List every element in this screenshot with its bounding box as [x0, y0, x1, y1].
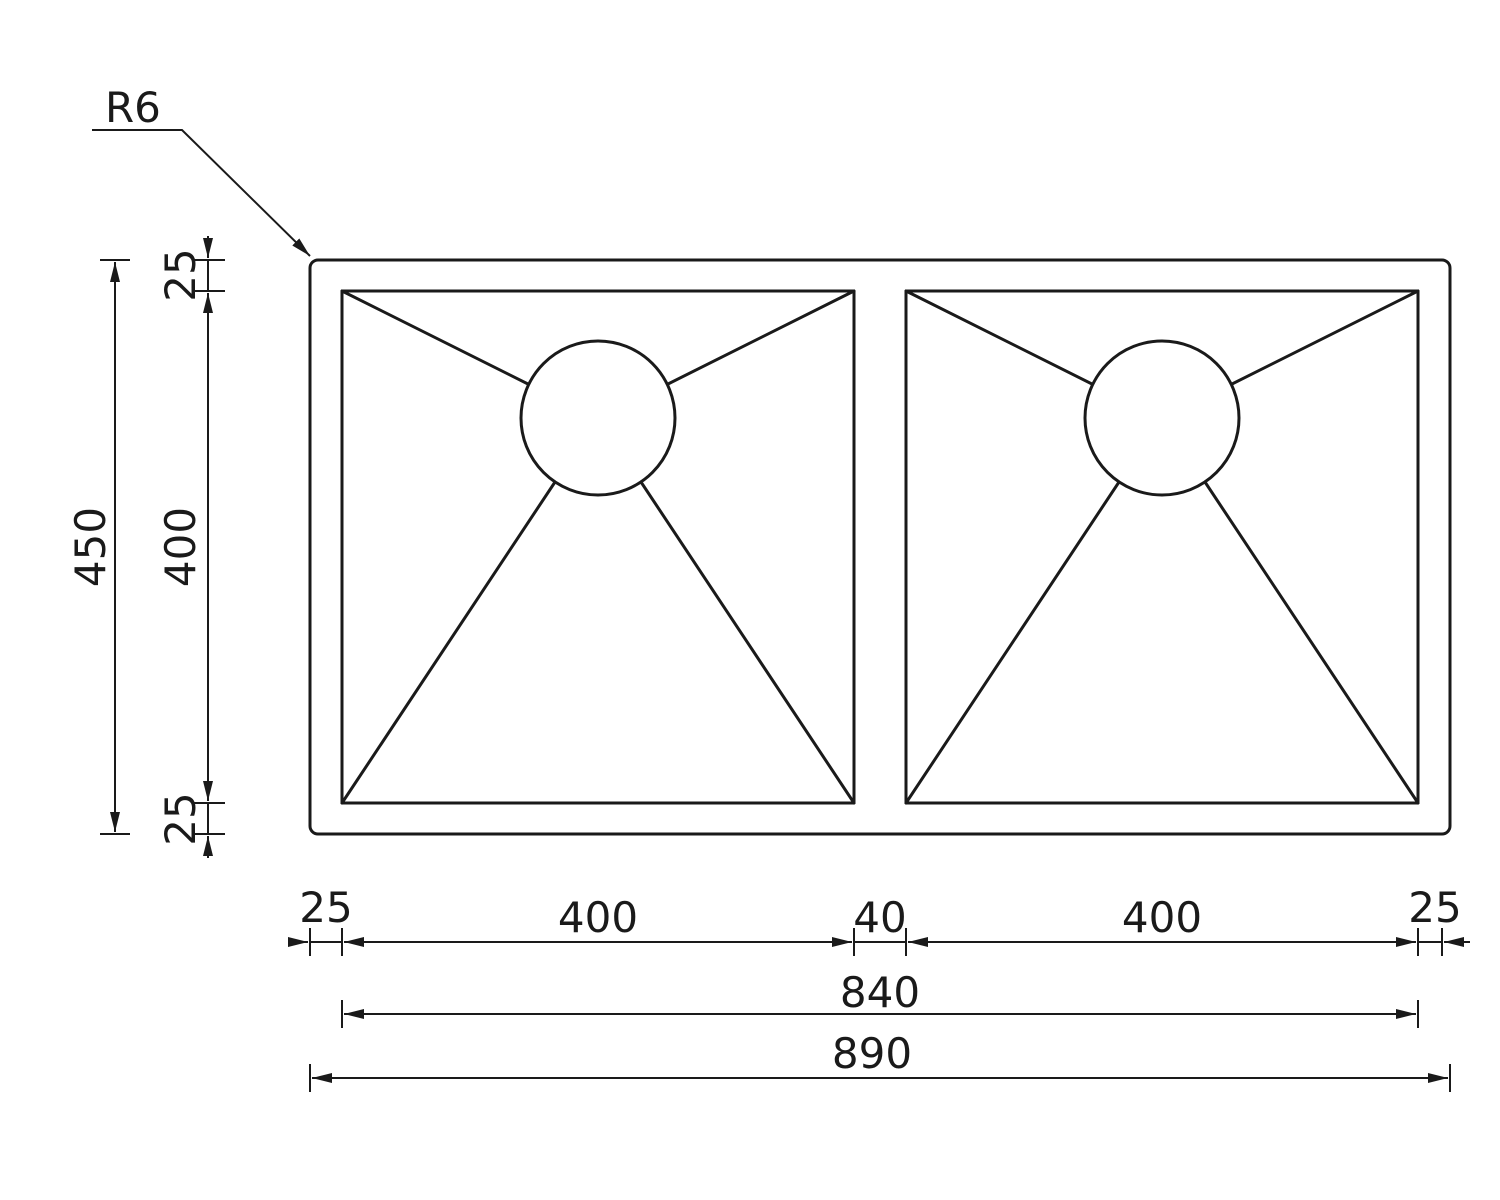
- label-bowl-height: 400: [156, 507, 205, 587]
- label-left-bowl-width: 400: [558, 893, 638, 942]
- label-bottom-rim: 25: [156, 792, 205, 845]
- right-bowl: [904, 289, 1420, 805]
- dim-overall-width: 890: [309, 1029, 1451, 1092]
- label-divider: 40: [853, 893, 906, 942]
- label-right-bowl-width: 400: [1122, 893, 1202, 942]
- radius-callout: R6: [92, 83, 311, 257]
- label-overall-width: 890: [832, 1029, 912, 1078]
- label-right-rim: 25: [1408, 883, 1461, 932]
- label-inner-width: 840: [840, 968, 920, 1017]
- label-top-rim: 25: [156, 248, 205, 301]
- label-left-rim: 25: [299, 883, 352, 932]
- dim-horizontal-chain: 25 400 40 400 25: [288, 883, 1470, 956]
- dim-outer-height: 450: [66, 259, 130, 835]
- dim-inner-width: 840: [341, 968, 1419, 1028]
- sink-outline: [308, 258, 1452, 836]
- left-bowl: [340, 289, 856, 805]
- label-outer-height: 450: [66, 507, 115, 587]
- left-drain: [519, 339, 677, 497]
- radius-label: R6: [105, 83, 161, 132]
- dim-vertical-chain: 25 400 25: [156, 236, 225, 858]
- right-drain: [1083, 339, 1241, 497]
